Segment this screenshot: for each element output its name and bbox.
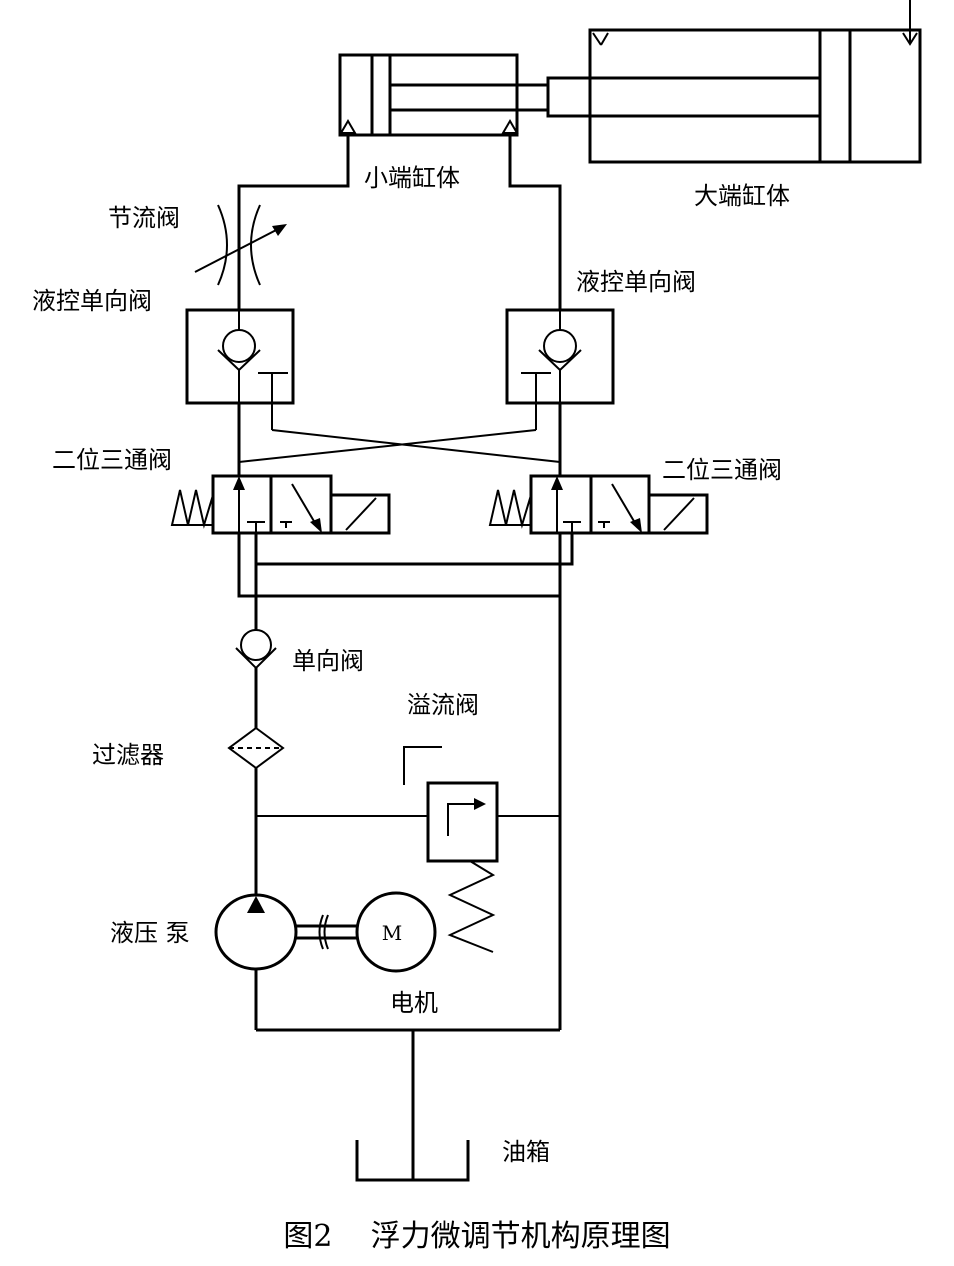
label-pilot-check-left: 液控单向阀 <box>32 287 152 315</box>
relief-valve <box>256 746 560 953</box>
label-directional-left: 二位三通阀 <box>52 446 172 474</box>
label-small-cylinder: 小端缸体 <box>364 164 460 192</box>
electric-motor: M <box>355 891 437 973</box>
label-tank: 油箱 <box>502 1138 550 1166</box>
small-cylinder <box>338 53 519 137</box>
label-directional-right: 二位三通阀 <box>662 456 782 484</box>
directional-valve-left <box>170 474 391 535</box>
throttle-valve <box>194 204 287 286</box>
figure-caption: 图2 浮力微调节机构原理图 <box>283 1219 670 1254</box>
manifold-piping <box>237 533 574 1030</box>
label-large-cylinder: 大端缸体 <box>694 182 790 210</box>
directional-valve-right <box>488 474 709 535</box>
upper-piping <box>237 135 562 310</box>
label-relief-valve: 溢流阀 <box>407 691 479 719</box>
hydraulic-pump <box>214 893 298 1030</box>
label-throttle-valve: 节流阀 <box>108 204 180 232</box>
label-pump: 液压 泵 <box>110 919 190 947</box>
return-line <box>256 1028 560 1180</box>
oil-tank <box>355 1140 470 1182</box>
label-pilot-check-right: 液控单向阀 <box>576 268 696 296</box>
coupling <box>296 914 357 950</box>
pilot-check-valve-left <box>185 308 295 430</box>
pilot-check-valve-right <box>505 308 615 430</box>
large-cylinder <box>588 0 922 164</box>
motor-symbol: M <box>382 921 402 945</box>
label-filter: 过滤器 <box>92 741 164 769</box>
pilot-lines <box>238 429 561 463</box>
label-check-valve: 单向阀 <box>292 647 364 675</box>
main-vertical-pipes <box>237 403 562 476</box>
filter <box>227 726 285 896</box>
check-valve <box>235 629 277 728</box>
label-motor: 电机 <box>390 989 438 1017</box>
